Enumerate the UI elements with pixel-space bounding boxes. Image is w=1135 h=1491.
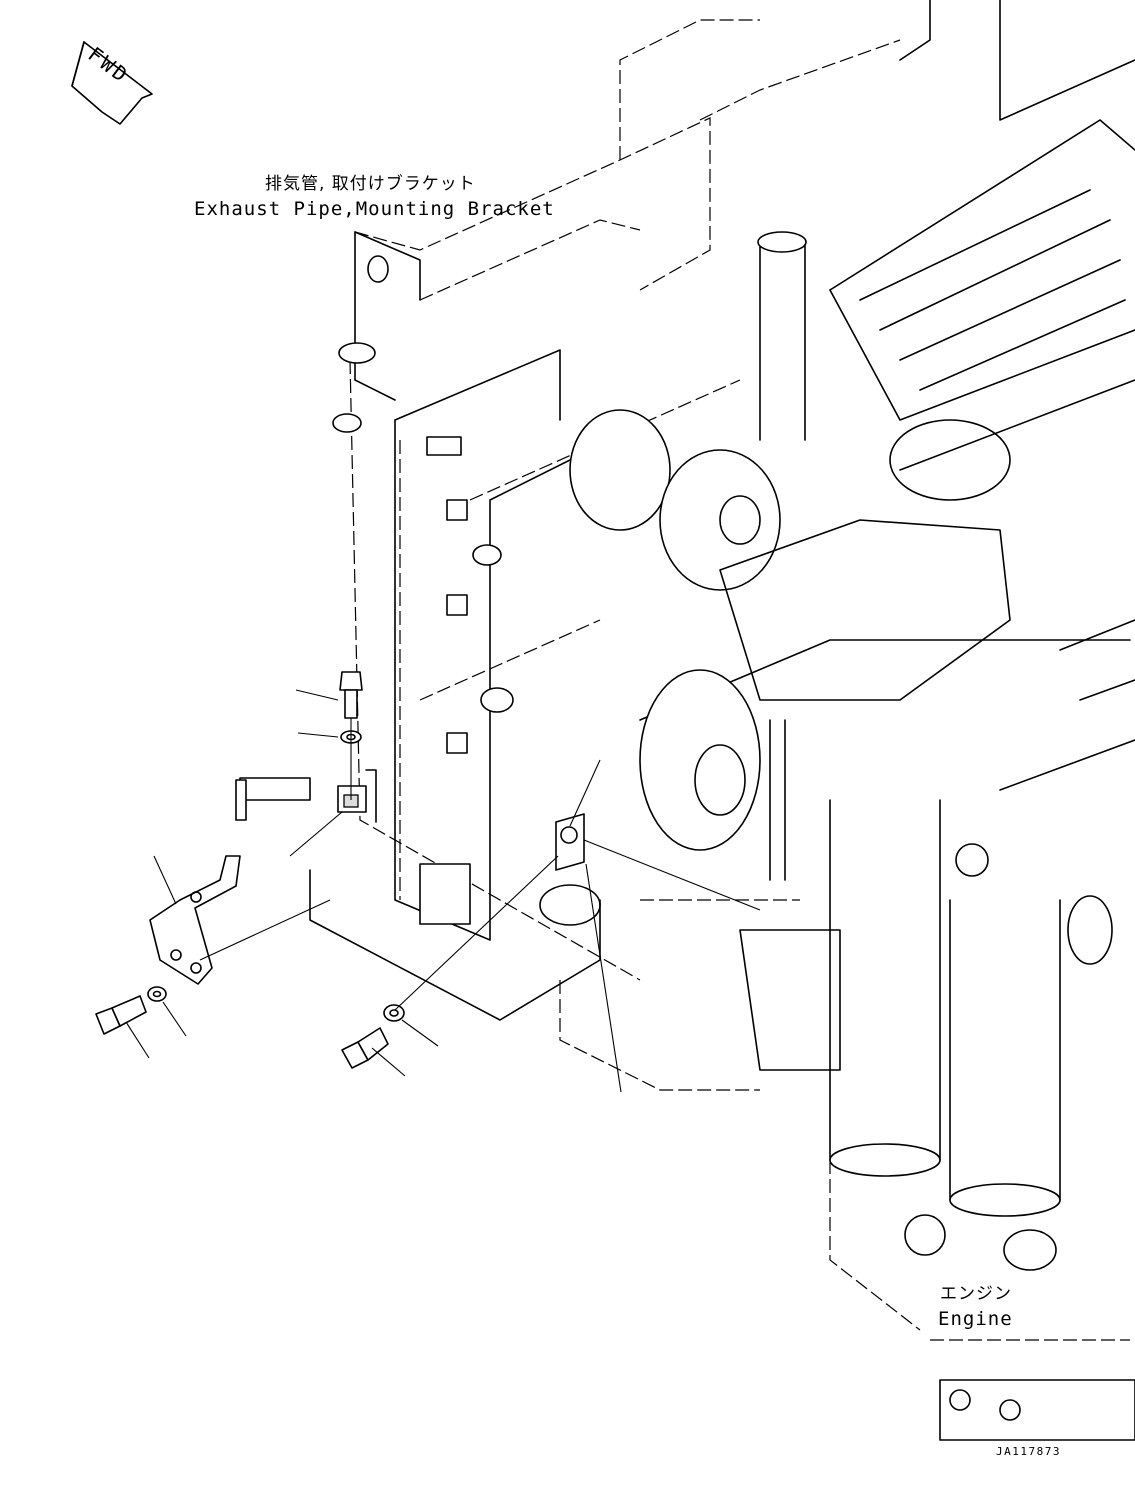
bolt-lower-center <box>341 1027 389 1069</box>
frame-outline <box>349 19 1130 1341</box>
mounting-bolt-upper <box>339 671 363 719</box>
engine-label-english: Engine <box>938 1308 1013 1330</box>
washer-lower-left <box>147 986 167 1002</box>
bracket <box>149 855 241 985</box>
exhaust-sensor-clamp <box>235 769 377 823</box>
pipe-clamp <box>555 813 585 871</box>
bolt-lower-left <box>95 995 147 1035</box>
engine-label-japanese: エンジン <box>940 1284 1012 1304</box>
washer-lower-center <box>383 1004 405 1022</box>
fwd-arrow-icon <box>71 41 153 125</box>
exhaust-label-english: Exhaust Pipe,Mounting Bracket <box>194 198 555 220</box>
engine-assembly <box>569 0 1135 1441</box>
drawing-code: JA117873 <box>996 1445 1061 1458</box>
frame-panel <box>309 231 631 1021</box>
exhaust-label-japanese: 排気管, 取付けブラケット <box>265 174 476 194</box>
leader-lines <box>125 689 761 1093</box>
